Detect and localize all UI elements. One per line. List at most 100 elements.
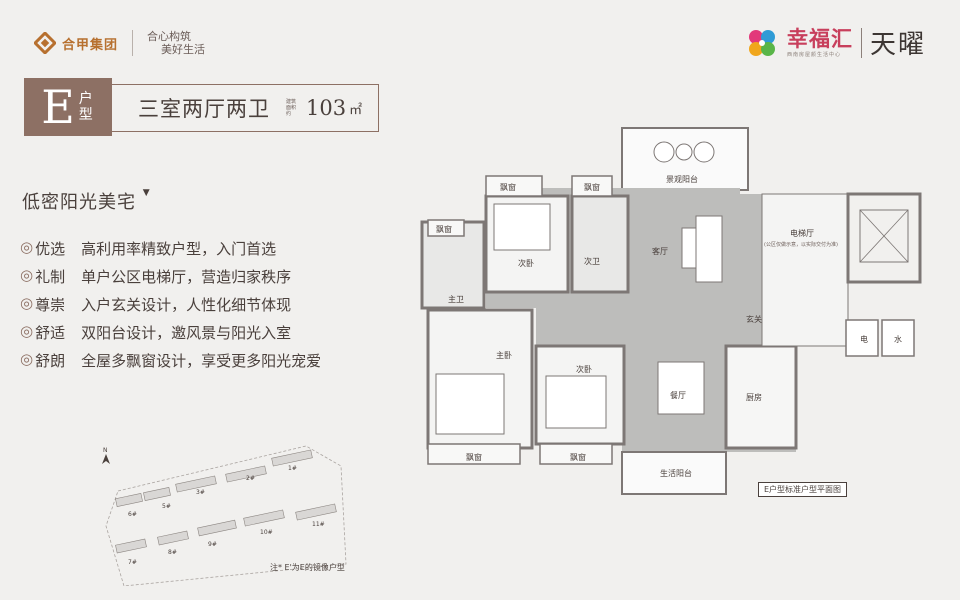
floor-plan: 景观阳台 电梯厅 (公区仅做示意，以实际交付为准) 客厅 玄关 餐厅 厨房 生活…: [420, 127, 922, 495]
bed-icon: [545, 375, 607, 429]
feature-key: 舒朗: [35, 352, 66, 370]
feature-item: ◎ 优选 高利用率精致户型，入门首选: [20, 238, 350, 259]
living-room-label: 客厅: [652, 246, 668, 256]
sofa-icon: [695, 215, 723, 283]
feature-item: ◎ 舒朗 全屋多飘窗设计，享受更多阳光宠爱: [20, 350, 350, 371]
headline: 低密阳光美宅 ▼: [22, 188, 151, 214]
building-label: 2#: [246, 475, 255, 482]
dining-room-label: 餐厅: [670, 391, 686, 400]
developer-name: 合甲集团: [62, 37, 119, 53]
feature-text: 全屋多飘窗设计，享受更多阳光宠爱: [81, 352, 322, 370]
building-label: 11#: [312, 521, 325, 528]
building-label: 1#: [288, 465, 297, 472]
feature-item: ◎ 尊崇 入户玄关设计，人性化细节体现: [20, 294, 350, 315]
elevator-car-icon: [859, 209, 909, 263]
building-label: 5#: [162, 503, 171, 510]
bay-window: [427, 219, 465, 237]
building-label: 6#: [128, 511, 137, 518]
header-divider: [132, 30, 134, 56]
feature-bullet-icon: ◎: [20, 266, 34, 284]
feature-bullet-icon: ◎: [20, 294, 34, 312]
building-footprint: [115, 538, 147, 554]
life-balcony-label: 生活阳台: [660, 468, 692, 478]
second-bath-label: 次卫: [584, 256, 600, 266]
slogan-line2: 美好生活: [161, 43, 206, 56]
master-bedroom-label: 主卧: [496, 350, 512, 360]
unit-info-bar: 三室两厅两卫 建筑面积约 103 ㎡: [112, 84, 379, 132]
feature-key: 尊崇: [35, 296, 66, 314]
slogan-line1: 合心构筑: [147, 30, 192, 43]
unit-word: 户型: [78, 91, 93, 123]
water-room: [881, 319, 915, 357]
second-bedroom-top-label: 次卧: [518, 258, 534, 268]
building-footprint: [271, 449, 313, 467]
feature-key: 礼制: [35, 268, 66, 286]
headline-mark: ▼: [142, 188, 151, 198]
building-footprint: [243, 509, 285, 527]
feature-text: 入户玄关设计，人性化细节体现: [81, 296, 292, 314]
bay-window-label: 飘窗: [584, 182, 600, 192]
bay-window: [485, 175, 543, 197]
master-bath-label: 主卫: [448, 294, 464, 304]
feature-text: 高利用率精致户型，入门首选: [81, 240, 277, 258]
kitchen-label: 厨房: [746, 392, 762, 402]
developer-logo-icon: [34, 32, 56, 54]
feature-text: 双阳台设计，邀风景与阳光入室: [81, 324, 292, 342]
building-footprint: [175, 475, 217, 493]
area-value: 103: [306, 96, 347, 120]
electric-room-label: 电: [860, 334, 868, 344]
building-footprint: [157, 530, 189, 546]
life-balcony-area: [621, 451, 727, 495]
feature-key: 舒适: [35, 324, 66, 342]
project-name-secondary: 天曜: [869, 30, 926, 60]
coffee-table-icon: [681, 227, 697, 269]
feature-key: 优选: [35, 240, 66, 258]
unit-type-badge: E 户型: [24, 78, 112, 136]
building-label: 9#: [208, 541, 217, 548]
mirror-note: 注* E'为E的镜像户型: [270, 563, 345, 572]
site-boundary: [105, 445, 347, 586]
feature-bullet-icon: ◎: [20, 322, 34, 340]
kitchen-room: [724, 344, 798, 450]
landscape-balcony-label: 景观阳台: [666, 174, 698, 184]
north-arrow-icon: N: [102, 447, 110, 464]
feature-text: 单户公区电梯厅，营造归家秩序: [81, 268, 292, 286]
bay-window: [571, 175, 613, 197]
feature-bullet-icon: ◎: [20, 238, 34, 256]
unit-letter: E: [41, 80, 75, 134]
building-footprint: [225, 465, 267, 483]
clover-logo-icon: [748, 29, 775, 56]
feature-item: ◎ 礼制 单户公区电梯厅，营造归家秩序: [20, 266, 350, 287]
building-footprint: [143, 487, 171, 501]
project-logo: 幸福汇 西南房屋颜生活中心 天曜: [745, 24, 926, 61]
building-footprint: [197, 519, 237, 537]
project-subtitle: 西南房屋颜生活中心: [786, 52, 841, 58]
north-label: N: [103, 447, 108, 454]
elevator-hall-area: [761, 193, 849, 347]
feature-bullet-icon: ◎: [20, 350, 34, 368]
elevator-note: (公区仅做示意，以实际交付为准): [764, 241, 838, 248]
building-label: 8#: [168, 549, 177, 556]
table-icon: [675, 143, 693, 161]
chair-icon: [693, 141, 715, 163]
slogan: 合心构筑 美好生活: [147, 30, 205, 56]
building-footprint: [115, 493, 143, 507]
headline-text: 低密阳光美宅: [22, 192, 136, 213]
bay-window-label: 飘窗: [500, 182, 516, 192]
area-label: 建筑面积约: [286, 99, 297, 117]
project-name-block: 幸福汇 西南房屋颜生活中心: [787, 27, 853, 58]
project-name: 幸福汇: [786, 27, 853, 51]
feature-item: ◎ 舒适 双阳台设计，邀风景与阳光入室: [20, 322, 350, 343]
building-label: 3#: [196, 489, 205, 496]
bay-window: [539, 443, 613, 465]
floor-plan-caption: E户型标准户型平面图: [758, 482, 848, 497]
electric-room: [845, 319, 879, 357]
bay-window-label: 飘窗: [436, 224, 452, 234]
bed-icon: [435, 373, 505, 435]
second-bath-room: [570, 194, 630, 294]
water-room-label: 水: [894, 334, 902, 344]
bay-window-label: 飘窗: [466, 452, 482, 462]
developer-logo: 合甲集团 合心构筑 美好生活: [34, 30, 205, 56]
dining-table-icon: [657, 361, 705, 415]
building-label: 7#: [128, 559, 137, 566]
